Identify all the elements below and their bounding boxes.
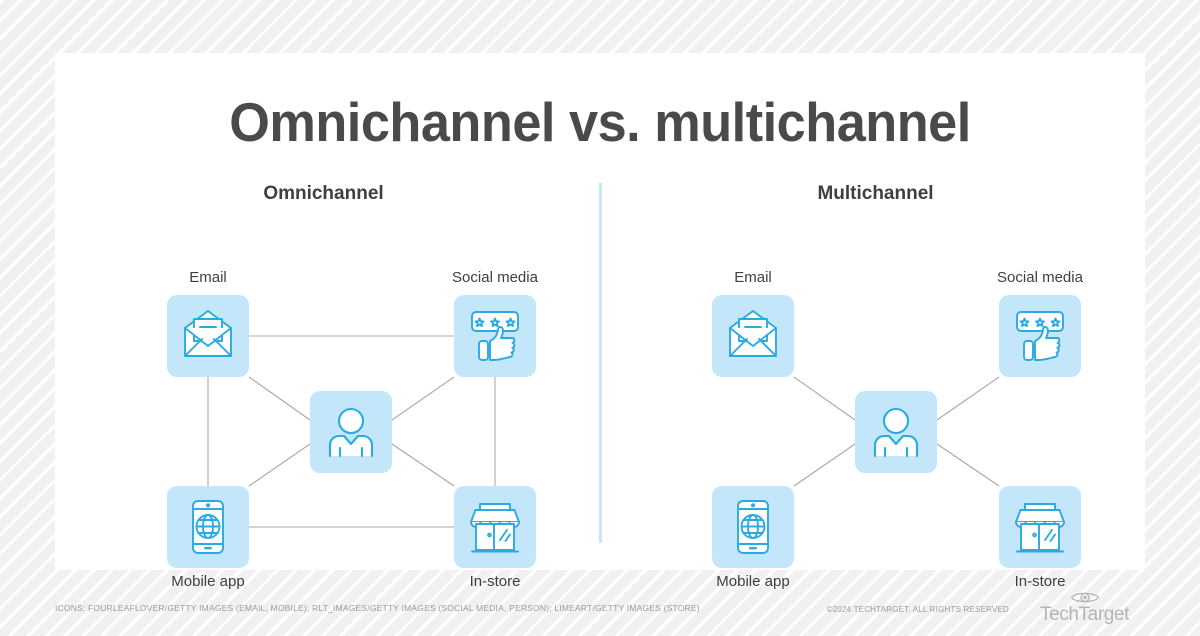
panel-omnichannel: Omnichannel Email Social media Mo bbox=[55, 183, 600, 590]
brand-name: TechTarget bbox=[1040, 604, 1129, 625]
diagram-omnichannel: Email Social media Mobile app In-store bbox=[55, 183, 600, 590]
edge-store-person bbox=[391, 443, 455, 487]
node-label-social: Social media bbox=[997, 269, 1083, 286]
content-card: Omnichannel vs. multichannel Omnichannel bbox=[55, 53, 1145, 590]
node-person[interactable] bbox=[855, 391, 937, 473]
edge-email-person bbox=[248, 376, 311, 421]
edge-social-person bbox=[391, 376, 455, 421]
edge-email-person bbox=[793, 376, 856, 421]
node-label-social: Social media bbox=[452, 269, 538, 286]
node-label-email: Email bbox=[734, 269, 772, 286]
node-person[interactable] bbox=[310, 391, 392, 473]
node-label-mobile: Mobile app bbox=[171, 573, 245, 590]
node-label-store: In-store bbox=[469, 573, 521, 590]
envelope-icon bbox=[729, 310, 777, 357]
panel-multichannel: Multichannel Email Social media Mobile a… bbox=[600, 183, 1145, 590]
node-label-mobile: Mobile app bbox=[716, 573, 790, 590]
connector-lines-omnichannel bbox=[207, 335, 496, 528]
node-in-store[interactable] bbox=[454, 486, 536, 568]
node-social-media[interactable] bbox=[454, 295, 536, 377]
diagram-multichannel: Email Social media Mobile app In-store bbox=[600, 183, 1145, 590]
envelope-icon bbox=[184, 310, 232, 357]
storefront-icon bbox=[1015, 503, 1065, 553]
edge-mobile-person bbox=[248, 443, 311, 487]
node-email[interactable] bbox=[167, 295, 249, 377]
edge-social-person bbox=[936, 376, 1000, 421]
person-icon bbox=[873, 407, 919, 458]
node-in-store[interactable] bbox=[999, 486, 1081, 568]
node-mobile-app[interactable] bbox=[712, 486, 794, 568]
eye-icon bbox=[1070, 592, 1099, 603]
node-label-email: Email bbox=[189, 269, 227, 286]
person-icon bbox=[328, 407, 374, 458]
icon-credits: ICONS: FOURLEAFLOVER/GETTY IMAGES (EMAIL… bbox=[55, 603, 700, 613]
node-mobile-app[interactable] bbox=[167, 486, 249, 568]
smartphone-icon bbox=[192, 500, 224, 554]
connector-lines-multichannel bbox=[793, 376, 1000, 487]
edge-mobile-person bbox=[793, 443, 856, 487]
page-title: Omnichannel vs. multichannel bbox=[229, 91, 971, 153]
storefront-icon bbox=[470, 503, 520, 553]
smartphone-icon bbox=[737, 500, 769, 554]
node-email[interactable] bbox=[712, 295, 794, 377]
thumbs-up-icon bbox=[1016, 311, 1064, 361]
copyright-notice: ©2024 TECHTARGET. ALL RIGHTS RESERVED bbox=[826, 605, 1009, 614]
techtarget-logo: TechTarget bbox=[1017, 590, 1152, 632]
edge-store-person bbox=[936, 443, 1000, 487]
panel-divider bbox=[599, 183, 602, 543]
node-social-media[interactable] bbox=[999, 295, 1081, 377]
panel-heading-multichannel: Multichannel bbox=[817, 183, 934, 204]
panel-heading-omnichannel: Omnichannel bbox=[263, 183, 384, 204]
thumbs-up-icon bbox=[471, 311, 519, 361]
node-label-store: In-store bbox=[1014, 573, 1066, 590]
